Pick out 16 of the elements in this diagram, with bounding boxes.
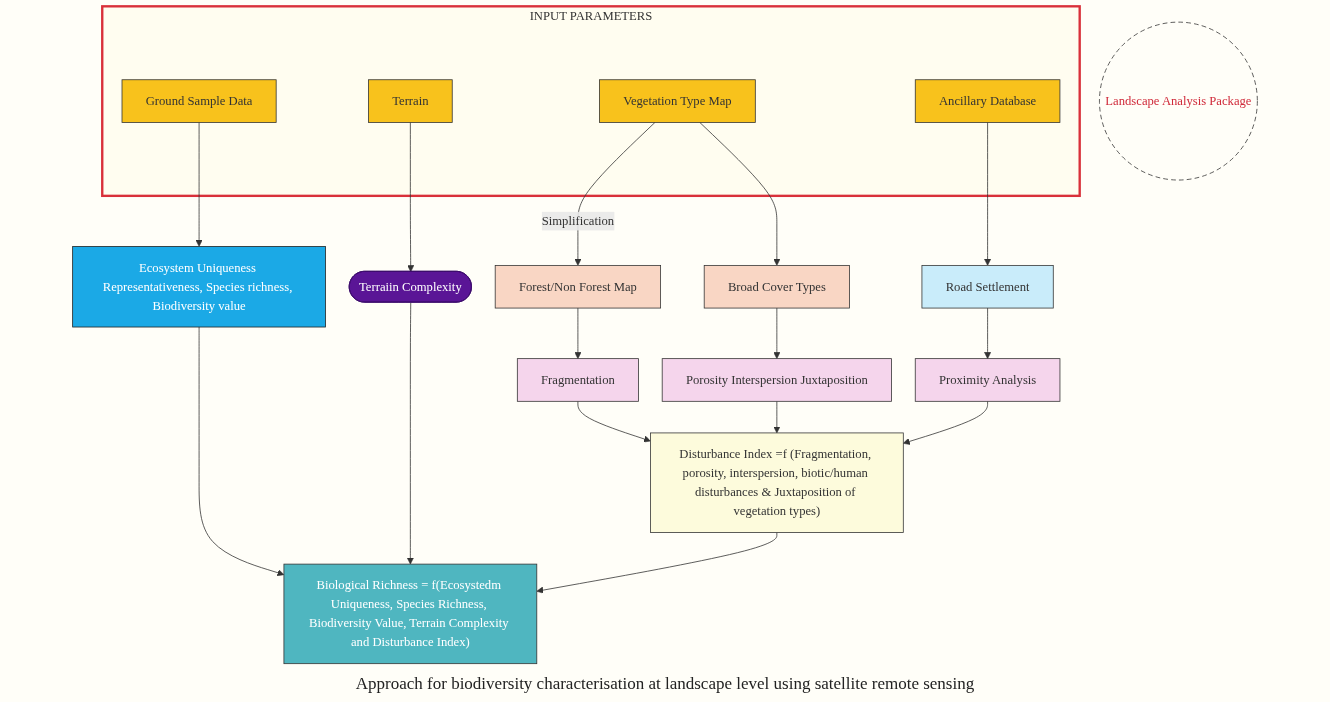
node-box: Proximity Analysis	[914, 358, 1061, 402]
node-box: Porosity Interspersion Juxtaposition	[661, 358, 892, 402]
node-box: Disturbance Index =f (Fragmentation, porosity, interspersion, biotic/human disturbances & Juxtaposition of vegetation types)	[650, 432, 904, 533]
node-box: Forest/Non Forest Map	[494, 265, 661, 309]
node-box: Ground Sample Data	[121, 79, 277, 123]
node-circle: Landscape Analysis Package	[1099, 21, 1258, 181]
node-box: Vegetation Type Map	[599, 79, 756, 123]
node-box: Broad Cover Types	[703, 265, 850, 309]
edge-label: Simplification	[541, 214, 615, 228]
caption: Approach for biodiversity characterisation at landscape level using satellite remote sensing	[355, 673, 975, 695]
node-box: Ecosystem Uniqueness Representativeness, Species richness, Biodiversity value	[72, 246, 326, 328]
node-box: Road Settlement	[921, 265, 1054, 309]
node-box: Biological Richness = f(Ecosystedm Uniqueness, Species Richness, Biodiversity Value, Terrain Complexity and Disturbance Index)	[283, 563, 538, 665]
node-box: Ancillary Database	[914, 79, 1061, 123]
node-box: Terrain	[368, 79, 453, 123]
node-box: Fragmentation	[516, 358, 639, 402]
